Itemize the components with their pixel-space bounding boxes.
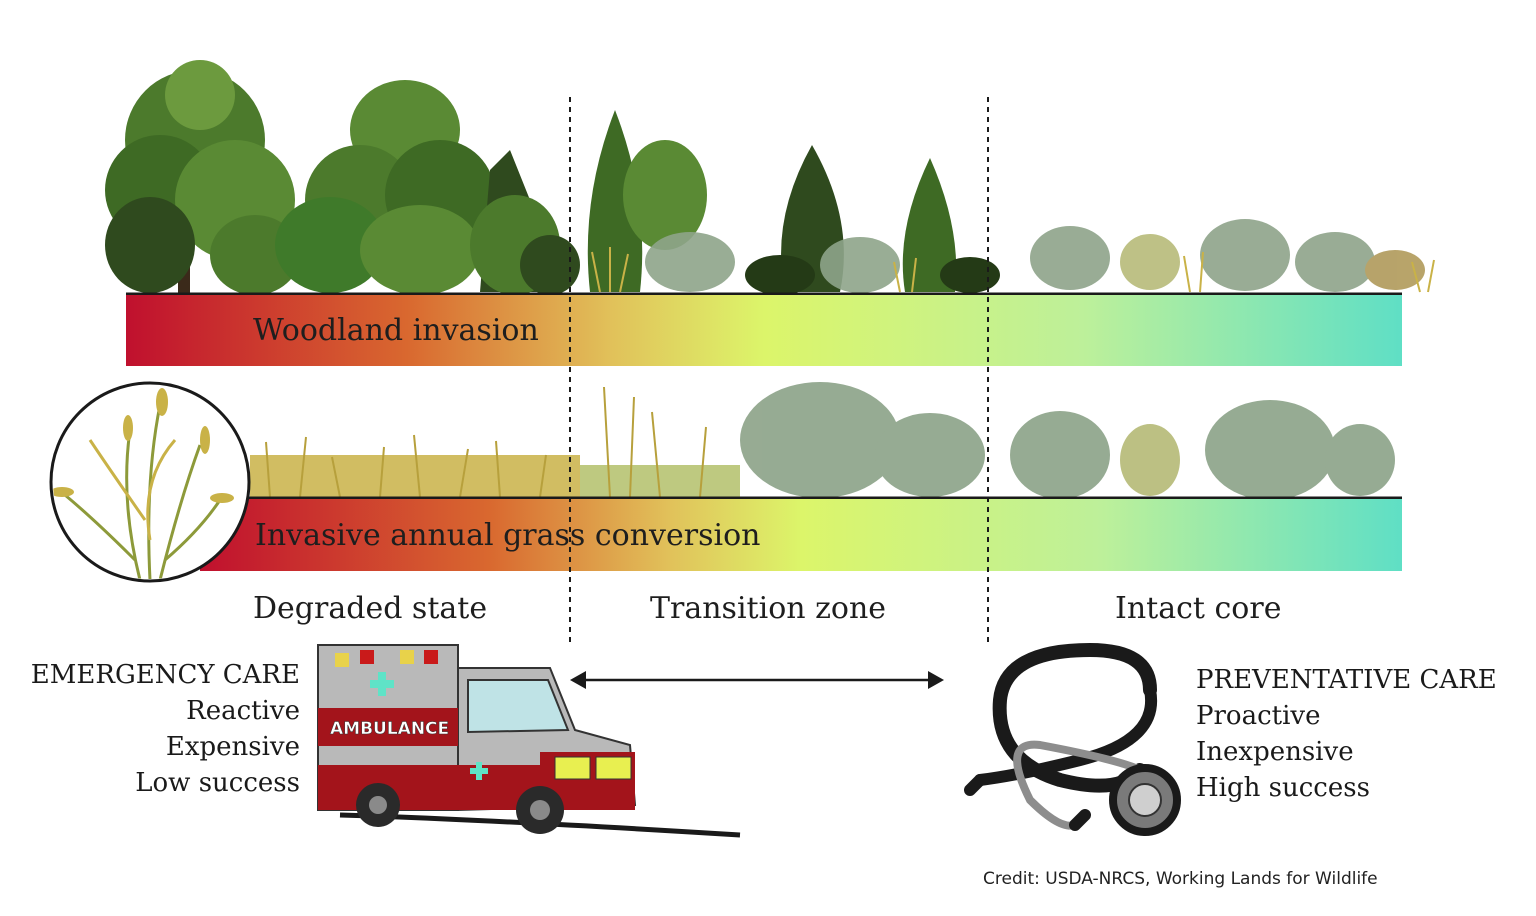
oak-tree-left bbox=[105, 60, 300, 295]
preventative-care-heading: PREVENTATIVE CARE bbox=[1196, 665, 1497, 695]
woodland-band-label: Woodland invasion bbox=[253, 313, 539, 348]
double-arrow-icon bbox=[570, 671, 944, 689]
annual-grass-band bbox=[200, 499, 1402, 571]
emergency-care-item-3: Low success bbox=[135, 768, 300, 798]
stethoscope-icon bbox=[964, 642, 1181, 836]
zone-label-transition: Transition zone bbox=[650, 591, 887, 626]
annual-grass-band-label: Invasive annual grass conversion bbox=[255, 518, 761, 553]
preventative-care-item-2: Inexpensive bbox=[1196, 737, 1354, 767]
emergency-care-item-2: Expensive bbox=[165, 732, 300, 762]
credit-line: Credit: USDA-NRCS, Working Lands for Wil… bbox=[983, 869, 1378, 889]
woodland-vegetation bbox=[105, 60, 1435, 295]
zone-label-degraded: Degraded state bbox=[253, 591, 488, 626]
juniper-cluster bbox=[470, 150, 580, 295]
grass-seedhead-icon bbox=[49, 381, 251, 583]
emergency-care-heading: EMERGENCY CARE bbox=[30, 660, 300, 690]
ambulance-icon: AMBULANCE bbox=[317, 644, 741, 838]
emergency-care-item-1: Reactive bbox=[186, 696, 300, 726]
zone-dividers bbox=[569, 97, 989, 645]
woodland-band bbox=[126, 295, 1402, 366]
annual-grass-vegetation bbox=[250, 382, 1395, 500]
grass-tufts-top bbox=[591, 247, 1435, 293]
oak-tree-middle bbox=[275, 80, 495, 295]
zone-label-intact: Intact core bbox=[1115, 591, 1282, 626]
preventative-care-item-1: Proactive bbox=[1196, 701, 1321, 731]
preventative-care-item-3: High success bbox=[1196, 773, 1370, 803]
sagebrush-shrubs-top bbox=[645, 219, 1425, 293]
ambulance-text: AMBULANCE bbox=[330, 719, 449, 739]
